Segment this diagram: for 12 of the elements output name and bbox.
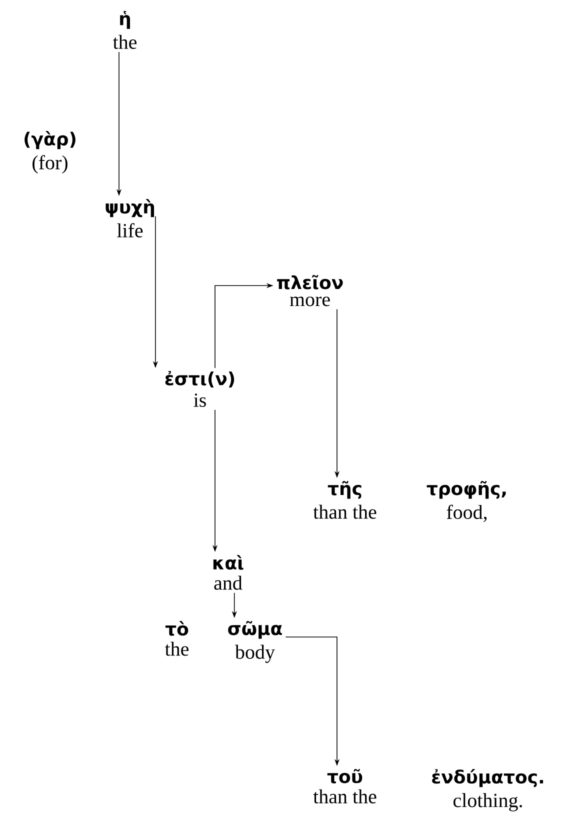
greek-word-with-gloss: πλεῖον more [277,275,343,306]
greek-word-with-gloss: ἐνδύματος. clothing. [432,769,544,812]
greek-word-with-gloss: καὶ and [213,555,244,590]
greek-word-with-gloss: (γὰρ) (for) [24,131,76,174]
greek-word-with-gloss: τῆς than the [313,481,376,519]
greek-word-with-gloss: ἡ the [112,11,137,49]
greek-word-with-gloss: τοῦ than the [313,769,376,804]
greek-word-with-gloss: ψυχὴ life [106,199,154,238]
greek-word-with-gloss: τὸ the [164,621,189,656]
greek-word-with-gloss: τροφῆς, food, [426,481,506,522]
greek-word-with-gloss: σῶμα body [228,621,282,663]
greek-word-with-gloss: ἐστι(ν) is [165,371,234,407]
